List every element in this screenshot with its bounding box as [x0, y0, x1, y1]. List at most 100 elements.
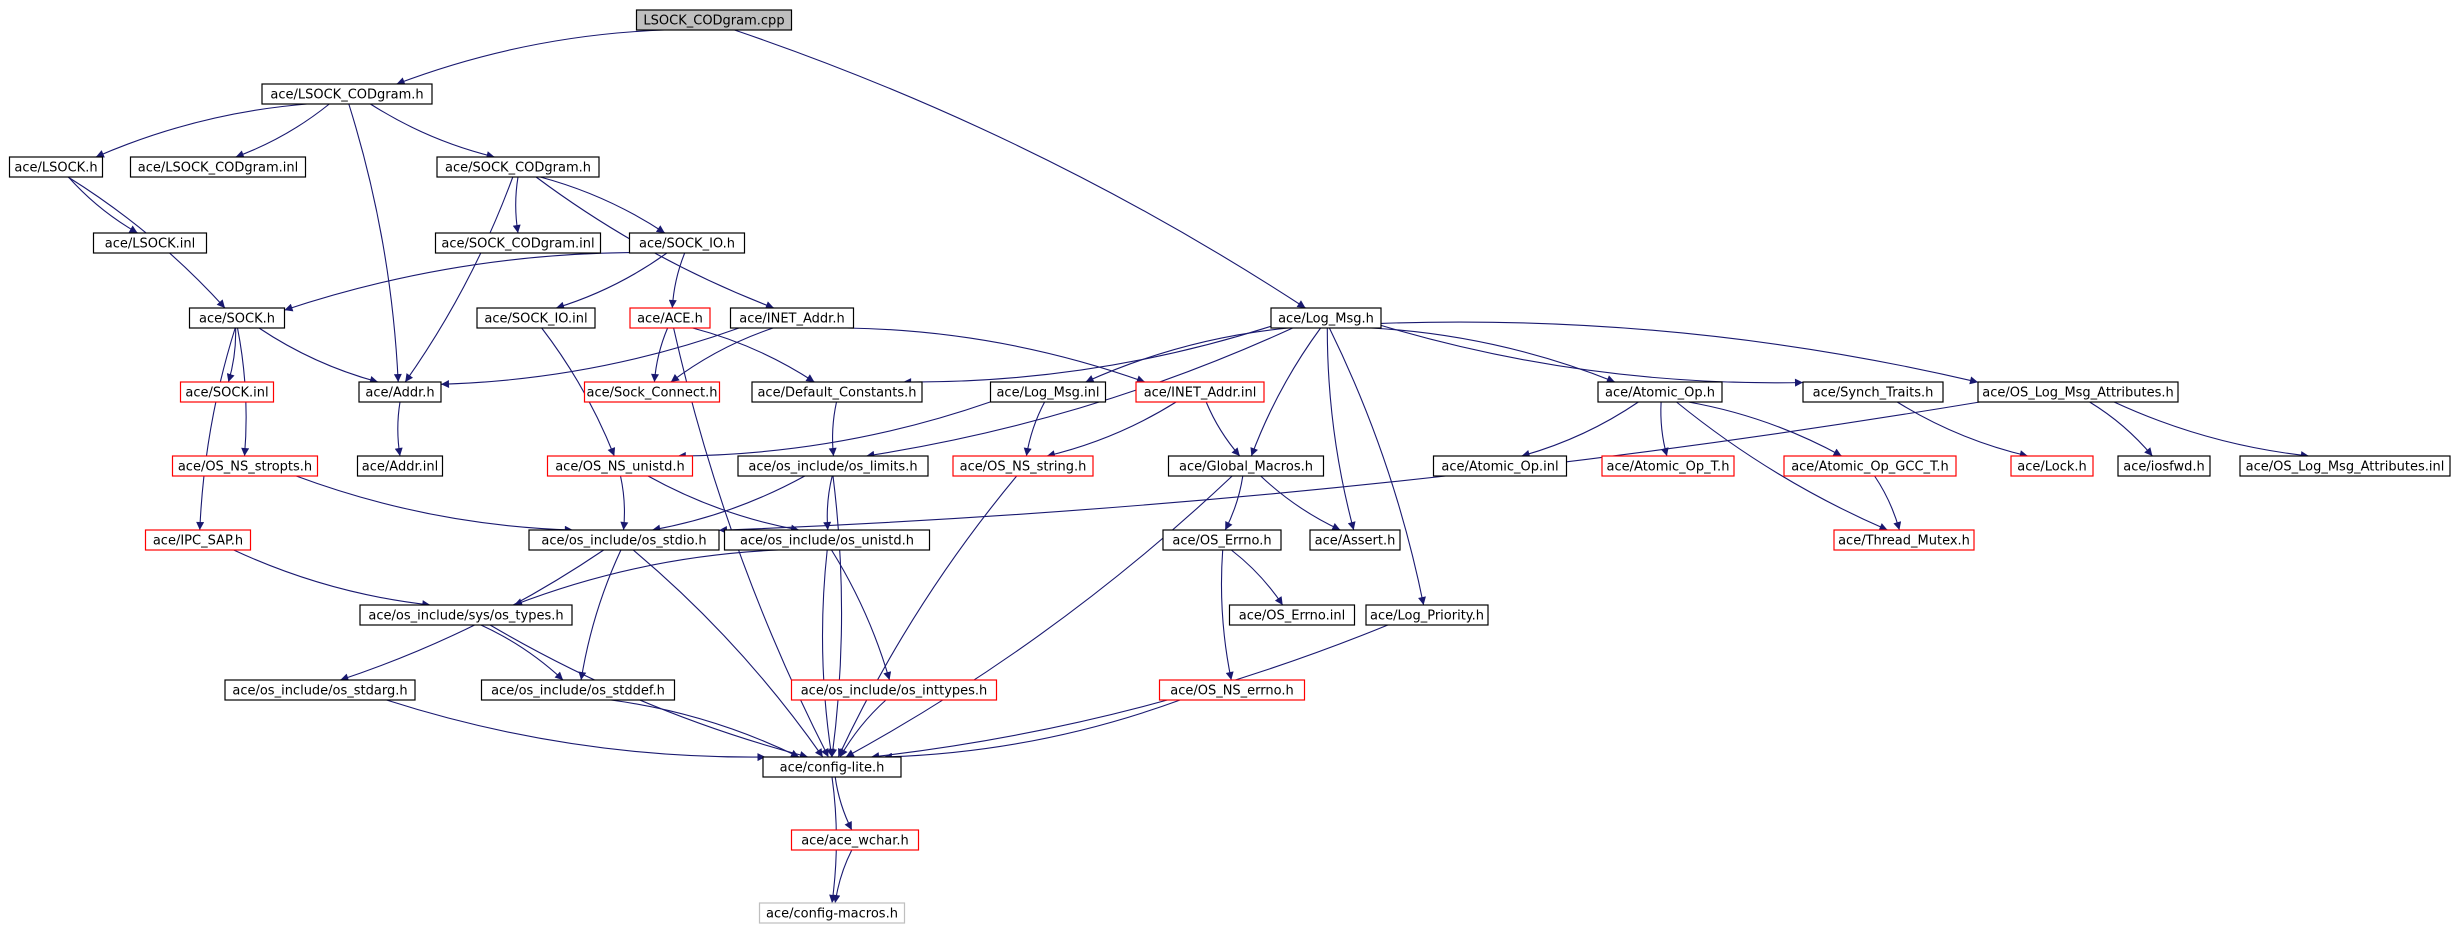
- edge-os_stddef_h-to-config_lite_h: [610, 699, 800, 758]
- node-sock-inl[interactable]: ace/SOCK.inl: [179, 381, 275, 403]
- edge-atomic_op_h-to-atomic_op_gcc_t_h: [1688, 401, 1842, 457]
- edge-lsock_codgram_h-to-lsock_h: [95, 103, 308, 158]
- node-log-msg-inl[interactable]: ace/Log_Msg.inl: [989, 381, 1107, 403]
- edge-log_msg_h-to-global_macros_h: [1250, 327, 1322, 457]
- node-box: [92, 232, 208, 254]
- node-sock-codgram-inl[interactable]: ace/SOCK_CODgram.inl: [434, 232, 602, 254]
- node-label: ace/ACE.h: [637, 312, 703, 327]
- node-label: ace/INET_Addr.h: [739, 312, 844, 327]
- node-inet-addr-inl[interactable]: ace/INET_Addr.inl: [1135, 381, 1265, 403]
- edge-os_log_msg_attributes_h-to-os_log_msg_attributes_inl: [2113, 401, 2309, 460]
- node-box: [628, 232, 746, 254]
- node-os-ns-errno-h[interactable]: ace/OS_NS_errno.h: [1158, 679, 1306, 701]
- node-label: ace/config-lite.h: [780, 761, 885, 776]
- node-label: ace/Assert.h: [1315, 534, 1396, 549]
- node-label: ace/Atomic_Op_GCC_T.h: [1791, 460, 1949, 475]
- node-os-errno-h[interactable]: ace/OS_Errno.h: [1162, 529, 1282, 551]
- node-os-types-h[interactable]: ace/os_include/sys/os_types.h: [359, 604, 573, 626]
- node-sock-h[interactable]: ace/SOCK.h: [188, 307, 286, 329]
- node-os-ns-stropts-h[interactable]: ace/OS_NS_stropts.h: [171, 455, 319, 477]
- edge-ace_h-to-sock_connect_h: [651, 327, 669, 383]
- node-box: [762, 756, 902, 778]
- node-log-msg-h[interactable]: ace/Log_Msg.h: [1270, 307, 1382, 329]
- node-box: [480, 679, 676, 701]
- node-atomic-op-t-h[interactable]: ace/Atomic_Op_T.h: [1601, 455, 1735, 477]
- edge-sock_io_h-to-sock_h: [284, 252, 630, 312]
- node-box: [989, 381, 1107, 403]
- node-label: ace/INET_Addr.inl: [1144, 386, 1257, 401]
- node-thread-mutex-h[interactable]: ace/Thread_Mutex.h: [1833, 529, 1975, 551]
- node-ipc-sap-h[interactable]: ace/IPC_SAP.h: [144, 529, 252, 551]
- node-lsock-h[interactable]: ace/LSOCK.h: [8, 156, 104, 178]
- node-root[interactable]: LSOCK_CODgram.cpp: [635, 9, 793, 31]
- node-atomic-op-inl[interactable]: ace/Atomic_Op.inl: [1432, 455, 1568, 477]
- node-label: ace/Addr.inl: [362, 460, 438, 475]
- node-os-inttypes-h[interactable]: ace/os_include/os_inttypes.h: [790, 679, 998, 701]
- node-lsock-codgram-inl[interactable]: ace/LSOCK_CODgram.inl: [129, 156, 307, 178]
- node-os-log-msg-attributes-inl[interactable]: ace/OS_Log_Msg_Attributes.inl: [2239, 455, 2451, 477]
- edge-os_log_msg_attributes_h-to-os_stdio_h: [718, 401, 1980, 534]
- edge-inet_addr_inl-to-os_ns_string_h: [1046, 401, 1177, 459]
- node-config-macros-h[interactable]: ace/config-macros.h: [758, 902, 906, 924]
- node-addr-inl[interactable]: ace/Addr.inl: [356, 455, 444, 477]
- node-box: [583, 381, 721, 403]
- node-addr-h[interactable]: ace/Addr.h: [358, 381, 442, 403]
- edge-atomic_op_h-to-thread_mutex_h: [1676, 401, 1888, 531]
- edge-os_unistd_h-to-config_lite_h: [821, 549, 835, 758]
- node-os-stddef-h[interactable]: ace/os_include/os_stddef.h: [480, 679, 676, 701]
- node-label: ace/Log_Msg.inl: [996, 386, 1099, 401]
- node-config-lite-h[interactable]: ace/config-lite.h: [762, 756, 902, 778]
- node-assert-h[interactable]: ace/Assert.h: [1309, 529, 1401, 551]
- node-label: ace/os_include/os_stddef.h: [491, 684, 665, 699]
- node-box: [1135, 381, 1265, 403]
- node-sock-io-inl[interactable]: ace/SOCK_IO.inl: [476, 307, 596, 329]
- node-label: ace/Addr.h: [365, 386, 434, 401]
- node-os-stdarg-h[interactable]: ace/os_include/os_stdarg.h: [224, 679, 416, 701]
- node-box: [2010, 455, 2094, 477]
- node-sock-connect-h[interactable]: ace/Sock_Connect.h: [583, 381, 721, 403]
- node-label: ace/iosfwd.h: [2123, 460, 2204, 475]
- node-os-unistd-h[interactable]: ace/os_include/os_unistd.h: [723, 529, 931, 551]
- node-ace-h[interactable]: ace/ACE.h: [629, 307, 711, 329]
- edge-log_priority_h-to-config_lite_h: [871, 624, 1389, 761]
- node-atomic-op-h[interactable]: ace/Atomic_Op.h: [1597, 381, 1723, 403]
- node-iosfwd-h[interactable]: ace/iosfwd.h: [2117, 455, 2211, 477]
- edge-log_msg_h-to-default_constants_h: [903, 325, 1272, 387]
- node-inet-addr-h[interactable]: ace/INET_Addr.h: [729, 307, 855, 329]
- node-ace-wchar-h[interactable]: ace/ace_wchar.h: [790, 829, 920, 851]
- node-label: ace/SOCK_CODgram.h: [445, 161, 591, 176]
- node-label: ace/OS_NS_stropts.h: [178, 460, 312, 475]
- node-box: [1601, 455, 1735, 477]
- node-label: ace/Log_Priority.h: [1370, 609, 1484, 624]
- node-log-priority-h[interactable]: ace/Log_Priority.h: [1365, 604, 1489, 626]
- edge-sock_h-to-sock_inl: [226, 327, 237, 383]
- node-os-ns-string-h[interactable]: ace/OS_NS_string.h: [952, 455, 1094, 477]
- node-synch-traits-h[interactable]: ace/Synch_Traits.h: [1802, 381, 1944, 403]
- edge-os_unistd_h-to-os_types_h: [513, 549, 779, 606]
- edge-lsock_codgram_h-to-addr_h: [348, 103, 402, 383]
- node-sock-io-h[interactable]: ace/SOCK_IO.h: [628, 232, 746, 254]
- node-label: ace/os_include/os_stdio.h: [541, 534, 706, 549]
- node-os-errno-inl[interactable]: ace/OS_Errno.inl: [1228, 604, 1356, 626]
- node-box: [436, 156, 600, 178]
- node-label: ace/LSOCK.h: [14, 161, 97, 176]
- node-default-constants-h[interactable]: ace/Default_Constants.h: [751, 381, 923, 403]
- edge-config_lite_h-to-ace_wchar_h: [834, 776, 853, 831]
- edge-log_msg_h-to-os_limits_h: [866, 327, 1293, 459]
- edge-inet_addr_h-to-sock_connect_h: [670, 327, 774, 383]
- nodes-layer: LSOCK_CODgram.cpp ace/LSOCK_CODgram.h ace/…: [8, 9, 2451, 924]
- node-os-log-msg-attributes-h[interactable]: ace/OS_Log_Msg_Attributes.h: [1977, 381, 2179, 403]
- node-label: ace/OS_Errno.inl: [1239, 609, 1345, 624]
- node-atomic-op-gcc-t-h[interactable]: ace/Atomic_Op_GCC_T.h: [1783, 455, 1957, 477]
- node-label: ace/os_include/sys/os_types.h: [368, 609, 563, 624]
- node-os-ns-unistd-h[interactable]: ace/OS_NS_unistd.h: [546, 455, 694, 477]
- node-label: ace/Log_Msg.h: [1278, 312, 1374, 327]
- node-os-stdio-h[interactable]: ace/os_include/os_stdio.h: [528, 529, 720, 551]
- node-global-macros-h[interactable]: ace/Global_Macros.h: [1167, 455, 1325, 477]
- node-box: [179, 381, 275, 403]
- node-lsock-codgram-h[interactable]: ace/LSOCK_CODgram.h: [261, 83, 433, 105]
- node-lock-h[interactable]: ace/Lock.h: [2010, 455, 2094, 477]
- node-lsock-inl[interactable]: ace/LSOCK.inl: [92, 232, 208, 254]
- node-sock-codgram-h[interactable]: ace/SOCK_CODgram.h: [436, 156, 600, 178]
- node-os-limits-h[interactable]: ace/os_include/os_limits.h: [737, 455, 929, 477]
